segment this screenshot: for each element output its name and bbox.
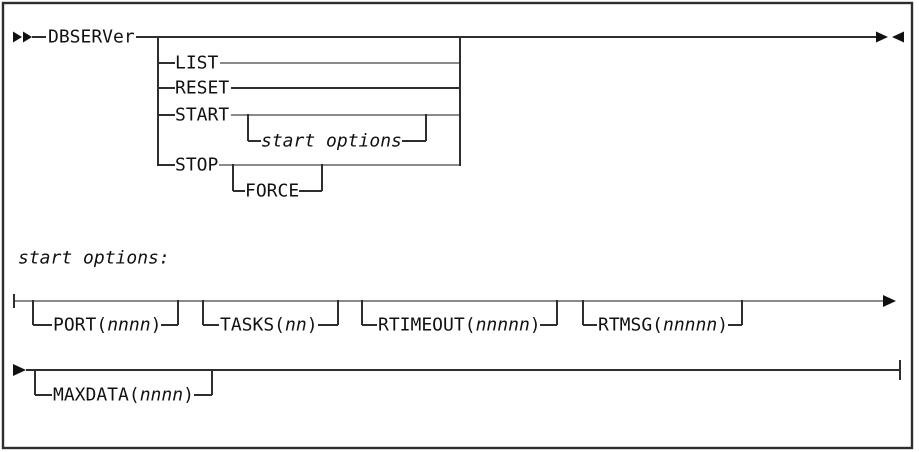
keyword-reset: RESET	[175, 78, 229, 99]
keyword-maxdata: MAXDATA(	[53, 385, 140, 406]
keyword-stop: STOP	[175, 155, 219, 176]
branch-rails	[219, 62, 460, 166]
keyword-dbserver: DBSERVer	[48, 27, 135, 48]
keyword-rtmsg-close: )	[717, 315, 728, 336]
keyword-rtimeout: RTIMEOUT(	[378, 315, 476, 336]
keyword-tasks-close: )	[307, 315, 318, 336]
var-tasks-value: nn	[285, 315, 307, 336]
keyword-maxdata-close: )	[183, 385, 194, 406]
fragment-heading: start options:	[18, 248, 170, 269]
keyword-port: PORT(	[53, 315, 107, 336]
keyword-tasks: TASKS(	[220, 315, 285, 336]
row1-continue-arrow-icon	[883, 295, 896, 307]
var-rtmsg-value: nnnnn	[663, 315, 717, 336]
entry-arrow2-icon	[23, 31, 32, 43]
end-arrow-left-icon	[892, 31, 904, 43]
keyword-force: FORCE	[245, 181, 299, 202]
main-rule-lines	[32, 36, 877, 192]
fragment-row1: PORT( nnnn ) TASKS( nn ) RTIMEOUT( nnnnn…	[13, 294, 896, 336]
var-maxdata-value: nnnn	[140, 385, 183, 406]
entry-arrow-icon	[13, 31, 22, 43]
row1-verticals	[13, 294, 743, 325]
row2-entry-arrow-icon	[13, 364, 26, 376]
var-port-value: nnnn	[107, 315, 150, 336]
end-arrow-right-icon	[876, 31, 888, 43]
fragment-reference-start-options: start options	[261, 131, 402, 152]
keyword-list: LIST	[175, 53, 219, 74]
fragment-row2: MAXDATA( nnnn )	[13, 360, 901, 406]
keyword-rtimeout-close: )	[530, 315, 541, 336]
keyword-start: START	[175, 105, 229, 126]
main-rule-verticals	[157, 36, 461, 191]
var-rtimeout-value: nnnnn	[476, 315, 530, 336]
keyword-port-close: )	[151, 315, 162, 336]
row2-verticals	[34, 360, 901, 395]
keyword-rtmsg: RTMSG(	[598, 315, 663, 336]
main-rule: DBSERVer LIST RESET START start options …	[13, 27, 904, 202]
